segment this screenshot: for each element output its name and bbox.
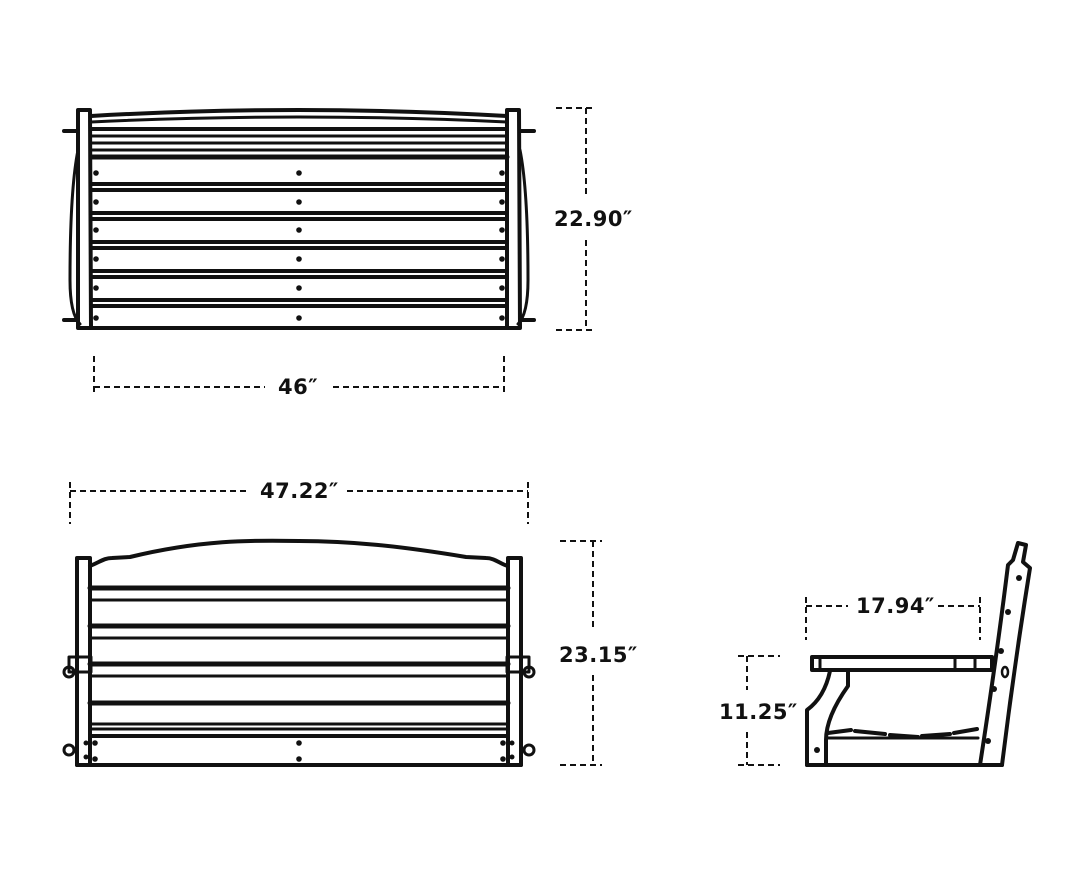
side-view-height-dimension-line <box>738 655 780 766</box>
front-view-width-dimension-line <box>69 482 529 524</box>
top-view-depth-dimension-line <box>556 107 596 331</box>
front-view-width-label: 47.22″ <box>260 479 339 503</box>
top-view-width-dimension-line <box>93 356 505 396</box>
top-view-drawing <box>62 108 536 330</box>
screw-dots <box>93 170 505 321</box>
side-view-drawing <box>805 541 1032 767</box>
side-view-height-label: 11.25″ <box>719 700 798 724</box>
top-view-depth-label: 22.90″ <box>554 207 633 231</box>
side-view-depth-dimension-line <box>805 597 981 640</box>
front-view-drawing <box>62 538 536 767</box>
front-view-height-label: 23.15″ <box>559 643 638 667</box>
side-view-depth-label: 17.94″ <box>856 594 935 618</box>
screw-dots <box>83 740 515 762</box>
top-view-width-label: 46″ <box>278 375 319 399</box>
front-view-height-dimension-line <box>560 540 602 766</box>
screw-dots <box>814 575 1022 753</box>
